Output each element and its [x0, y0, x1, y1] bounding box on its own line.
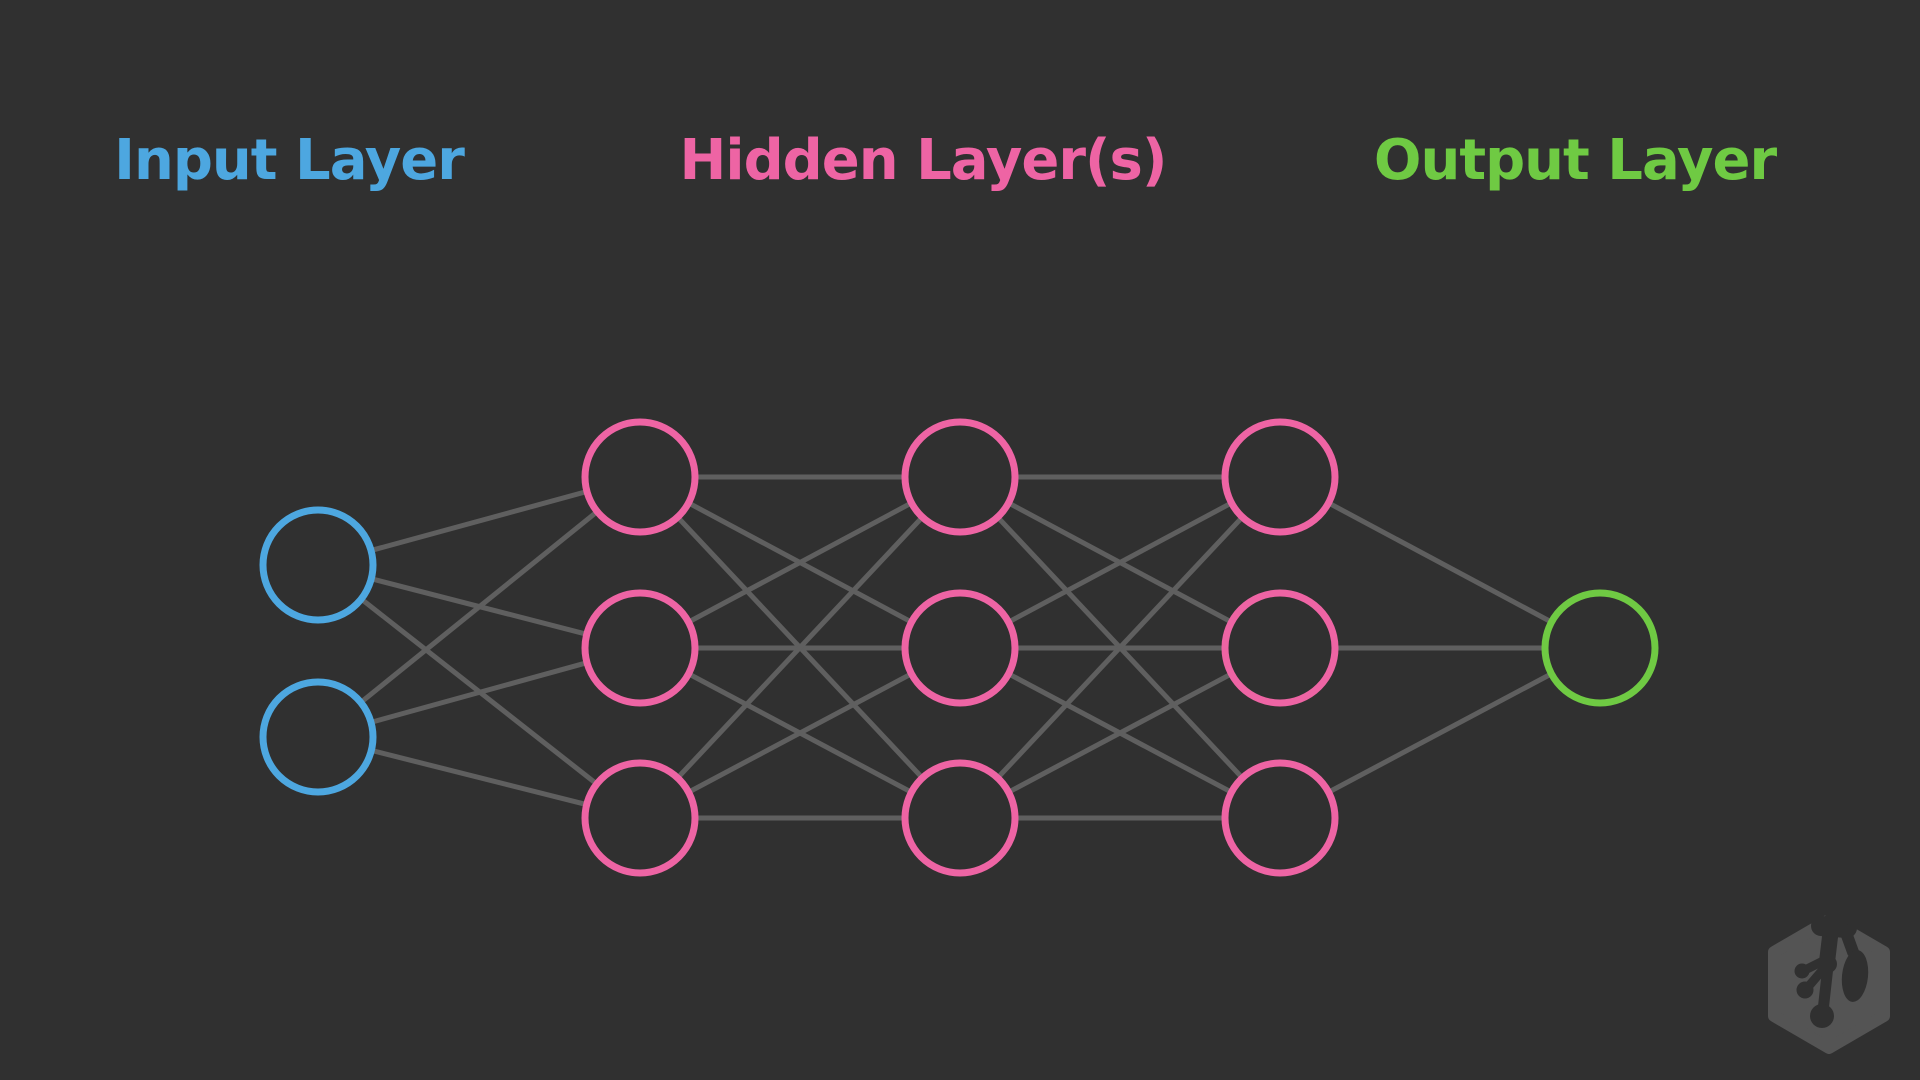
node-hidden-2-3	[901, 759, 1019, 877]
node-hidden-1-2	[581, 589, 699, 707]
node-hidden-3-3	[1221, 759, 1339, 877]
edge-hidden-2-hidden-3	[958, 474, 1282, 651]
output-layer-label: Output Layer	[1373, 128, 1777, 193]
node-hidden-2-2	[901, 589, 1019, 707]
input-layer-label: Input Layer	[114, 128, 465, 193]
node-output-1	[1541, 589, 1659, 707]
treehouse-logo-icon	[1768, 914, 1890, 1054]
node-input-2	[259, 678, 377, 796]
node-hidden-2-1	[901, 418, 1019, 536]
edge-hidden-1-hidden-2	[638, 475, 962, 820]
edge-hidden-2-hidden-3	[958, 475, 1282, 820]
node-hidden-3-2	[1221, 589, 1339, 707]
edge-hidden-1-hidden-2	[638, 474, 962, 651]
node-hidden-1-1	[581, 418, 699, 536]
edge-hidden-1-hidden-2	[638, 645, 962, 821]
edge-hidden-3-output	[1278, 474, 1602, 651]
node-hidden-1-3	[581, 759, 699, 877]
node-hidden-3-1	[1221, 418, 1339, 536]
edge-hidden-3-output	[1278, 645, 1602, 821]
edge-hidden-2-hidden-3	[958, 645, 1282, 821]
edge-input-hidden-1	[316, 475, 642, 739]
hidden-layer-label: Hidden Layer(s)	[679, 128, 1168, 193]
node-input-1	[259, 506, 377, 624]
